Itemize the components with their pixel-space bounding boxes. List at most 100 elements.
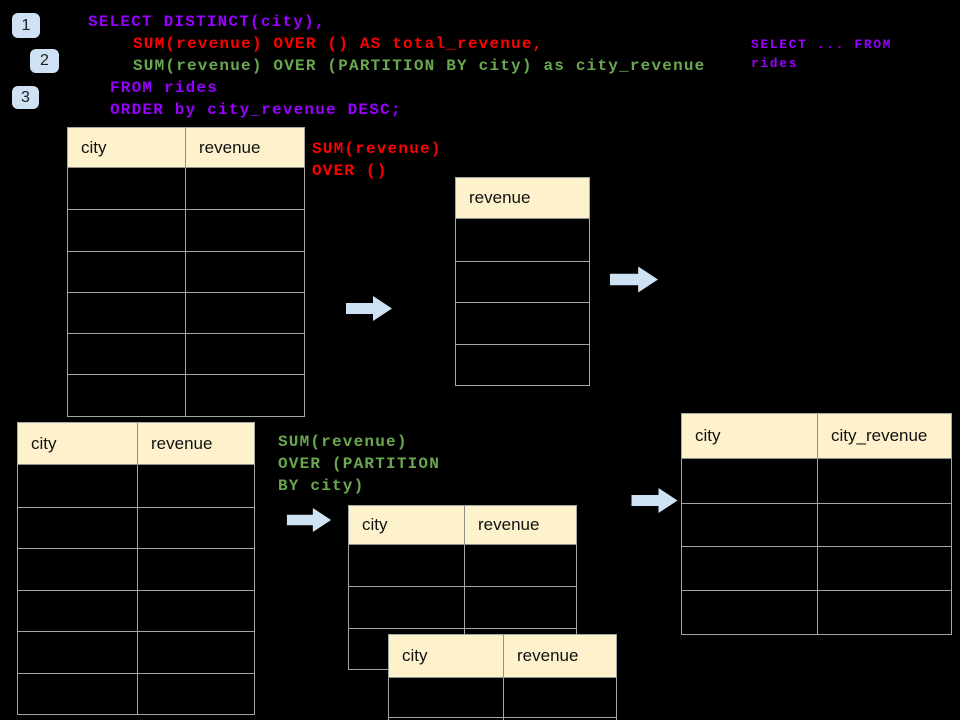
table-row xyxy=(18,548,254,590)
table-cell xyxy=(682,459,818,503)
column-header-city-revenue: city_revenue xyxy=(831,426,928,445)
table-header-row: city revenue xyxy=(68,128,304,168)
column-header-city: city xyxy=(18,423,138,464)
table-cell xyxy=(138,508,254,549)
table-cell xyxy=(186,293,304,333)
table-header-row: city revenue xyxy=(349,506,576,545)
table-cell xyxy=(465,545,576,586)
table-row xyxy=(18,589,254,631)
table-row xyxy=(456,260,589,303)
column-header-revenue: revenue xyxy=(199,137,261,157)
sql-select-line: SELECT DISTINCT(city), xyxy=(88,13,326,31)
table-cell xyxy=(138,549,254,590)
table-row xyxy=(18,506,254,549)
column-header-city: city xyxy=(349,506,465,544)
table-header-row: city revenue xyxy=(18,423,254,465)
table-cell xyxy=(818,459,951,503)
table-cell xyxy=(186,334,304,374)
table-row xyxy=(389,716,616,720)
table-cell xyxy=(682,503,818,547)
table-cell xyxy=(18,507,138,548)
right-arrow-icon xyxy=(346,296,392,321)
table-row xyxy=(682,502,951,547)
table-cell xyxy=(349,545,465,587)
table-cell xyxy=(682,547,818,591)
column-header-revenue: revenue xyxy=(517,646,579,665)
table-row xyxy=(68,374,304,416)
table-header-row: revenue xyxy=(456,178,589,219)
sql-order-line: ORDER by city_revenue DESC; xyxy=(110,101,402,119)
table-cell xyxy=(138,674,254,715)
table-cell xyxy=(68,168,186,210)
table-cell xyxy=(389,717,504,720)
table-cell xyxy=(18,590,138,631)
table-row xyxy=(456,343,589,386)
right-arrow-icon xyxy=(286,508,332,532)
table-body xyxy=(389,678,616,720)
sql-partition-line: SUM(revenue) OVER (PARTITION BY city) as… xyxy=(133,57,706,75)
table-row xyxy=(18,631,254,673)
step-badge-1: 1 xyxy=(12,13,40,38)
table-row xyxy=(682,546,951,591)
annotation-partition-line2: OVER (PARTITION xyxy=(278,455,441,473)
table-row xyxy=(389,678,616,717)
table-row xyxy=(682,459,951,503)
table-body xyxy=(18,465,254,714)
table-cell xyxy=(68,210,186,251)
column-header-revenue: revenue xyxy=(478,515,540,534)
column-header-city: city xyxy=(389,635,504,677)
table-row xyxy=(68,168,304,210)
table-final-result: city city_revenue xyxy=(681,413,952,635)
table-row xyxy=(18,672,254,715)
column-header-city: city xyxy=(68,128,186,167)
table-total-revenue: revenue xyxy=(455,177,590,386)
table-cell xyxy=(18,632,138,673)
column-header-revenue: revenue xyxy=(151,433,213,453)
table-body xyxy=(68,168,304,416)
table-row xyxy=(68,291,304,334)
table-cell xyxy=(682,591,818,634)
step-badge-3: 3 xyxy=(12,86,39,109)
table-row xyxy=(349,586,576,628)
table-cell xyxy=(456,303,589,344)
table-cell xyxy=(818,504,951,547)
table-cell xyxy=(456,345,589,386)
table-body xyxy=(456,219,589,385)
table-cell xyxy=(138,632,254,673)
table-cell xyxy=(68,375,186,416)
table-row xyxy=(18,465,254,507)
table-partition-back: city revenue xyxy=(388,634,617,720)
table-row xyxy=(682,590,951,634)
table-source-top: city revenue xyxy=(67,127,305,417)
column-header-revenue: revenue xyxy=(469,188,531,207)
table-header-row: city revenue xyxy=(389,635,616,678)
table-cell xyxy=(18,549,138,590)
sql-total-revenue-line: SUM(revenue) OVER () AS total_revenue, xyxy=(133,35,544,53)
table-cell xyxy=(349,587,465,628)
right-arrow-icon xyxy=(610,266,658,293)
table-cell xyxy=(68,292,186,334)
table-partition-front: city revenue xyxy=(348,505,577,670)
table-cell xyxy=(186,168,304,209)
annotation-partition-line3: BY city) xyxy=(278,477,365,495)
snippet-select-from: SELECT ... FROM xyxy=(751,37,893,52)
table-row xyxy=(349,545,576,587)
table-cell xyxy=(68,334,186,375)
table-cell xyxy=(456,262,589,303)
table-row xyxy=(456,219,589,261)
table-row xyxy=(68,333,304,375)
table-cell xyxy=(186,375,304,415)
table-cell xyxy=(18,465,138,507)
annotation-partition-line1: SUM(revenue) xyxy=(278,433,408,451)
snippet-rides: rides xyxy=(751,56,799,71)
table-cell xyxy=(18,673,138,714)
table-source-bottom: city revenue xyxy=(17,422,255,715)
table-cell xyxy=(68,251,186,292)
step-badge-2: 2 xyxy=(30,49,59,73)
table-cell xyxy=(138,465,254,507)
table-cell xyxy=(186,252,304,292)
right-arrow-icon xyxy=(631,488,678,513)
table-cell xyxy=(818,591,951,634)
table-cell xyxy=(186,210,304,250)
